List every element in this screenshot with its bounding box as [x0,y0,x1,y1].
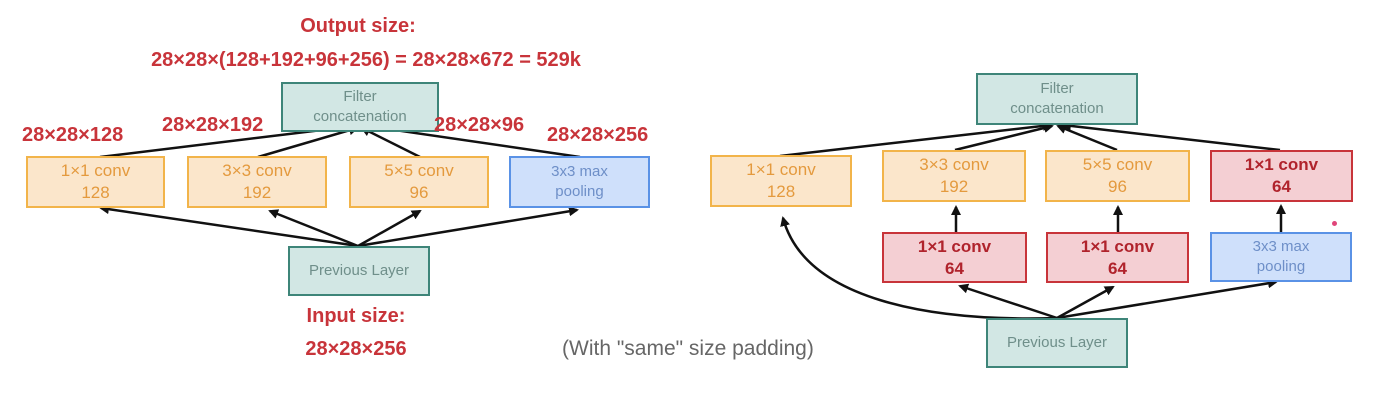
left-filter-concat-line2: concatenation [313,108,407,125]
left-conv1-size: 128 [81,183,110,202]
left-conv3-label: 3×3 conv [222,161,292,180]
right-reduce3-size: 64 [945,258,964,278]
right-conv5-size: 96 [1108,177,1127,196]
arrow-left-prev-conv3 [268,209,359,248]
right-reduce5-size: 64 [1108,258,1127,278]
right-conv5-box: 5×5 conv 96 [1045,150,1190,202]
arrow-left-conv3-concat [257,125,359,159]
dim-label-pool: 28×28×256 [547,124,649,146]
arrow-right-prev-reduce3 [958,283,1058,320]
left-previous-layer-box: Previous Layer [288,246,430,296]
left-conv5-box: 5×5 conv 96 [349,156,489,208]
pink-dot-marker [1332,221,1337,226]
dim-label-conv3: 28×28×192 [162,114,264,136]
arrow-left-conv5-concat [360,126,421,159]
right-filter-concat-line2: concatenation [1010,100,1104,117]
padding-note: (With "same" size padding) [562,337,814,360]
right-reduce5-box: 1×1 conv 64 [1046,232,1189,283]
output-size-formula: 28×28×(128+192+96+256) = 28×28×672 = 529… [151,49,581,71]
left-conv5-size: 96 [409,183,429,202]
right-pool-proj-label: 1×1 conv [1244,155,1319,174]
left-filter-concat-box: Filter concatenation [281,82,439,132]
input-size-value: 28×28×256 [305,338,407,360]
right-conv3-label: 3×3 conv [919,155,989,174]
right-reduce3-box: 1×1 conv 64 [882,232,1027,283]
arrow-left-prev-pool [357,206,579,248]
right-reduce5-label: 1×1 conv [1080,236,1155,256]
left-conv3-size: 192 [242,183,272,202]
left-conv5-label: 5×5 conv [384,161,454,180]
right-pool-line2: pooling [1256,258,1306,275]
arrow-right-conv3-concat [954,123,1054,152]
arrow-left-prev-conv1 [99,204,359,248]
dim-label-conv1: 28×28×128 [22,124,124,146]
right-conv5-label: 5×5 conv [1082,155,1153,174]
left-conv3-box: 3×3 conv 192 [187,156,327,208]
output-size-label: Output size: [300,15,416,37]
right-filter-concat-line1: Filter [1040,80,1074,97]
right-conv1-size: 128 [766,182,796,201]
right-conv3-size: 192 [939,177,969,196]
left-filter-concat-line1: Filter [343,88,377,105]
right-conv1-label: 1×1 conv [746,160,816,179]
arrow-right-prev-pool [1056,278,1278,320]
right-conv3-box: 3×3 conv 192 [882,150,1026,202]
right-previous-layer-label: Previous Layer [1006,334,1108,351]
right-reduce3-label: 1×1 conv [917,236,992,256]
left-conv1-label: 1×1 conv [60,161,131,180]
arrow-right-conv1-concat [779,120,1053,158]
left-pool-box: 3x3 max pooling [509,156,650,208]
right-pool-proj-box: 1×1 conv 64 [1210,150,1353,202]
arrow-right-prev-reduce5 [1056,285,1115,320]
left-previous-layer-label: Previous Layer [308,262,410,279]
right-conv1-box: 1×1 conv 128 [710,155,852,207]
arrow-right-convpool-concat [1061,120,1281,152]
right-previous-layer-box: Previous Layer [986,318,1128,368]
left-pool-line2: pooling [555,183,604,200]
left-conv1-box: 1×1 conv 128 [26,156,165,208]
arrow-left-prev-conv5 [357,209,422,248]
right-pool-box: 3x3 max pooling [1210,232,1352,282]
right-pool-line1: 3x3 max [1252,238,1310,255]
left-pool-line1: 3x3 max [551,163,608,180]
right-pool-proj-size: 64 [1272,177,1291,196]
dim-label-conv5: 28×28×96 [434,114,525,136]
right-filter-concat-box: Filter concatenation [976,73,1138,125]
input-size-label: Input size: [306,305,406,327]
